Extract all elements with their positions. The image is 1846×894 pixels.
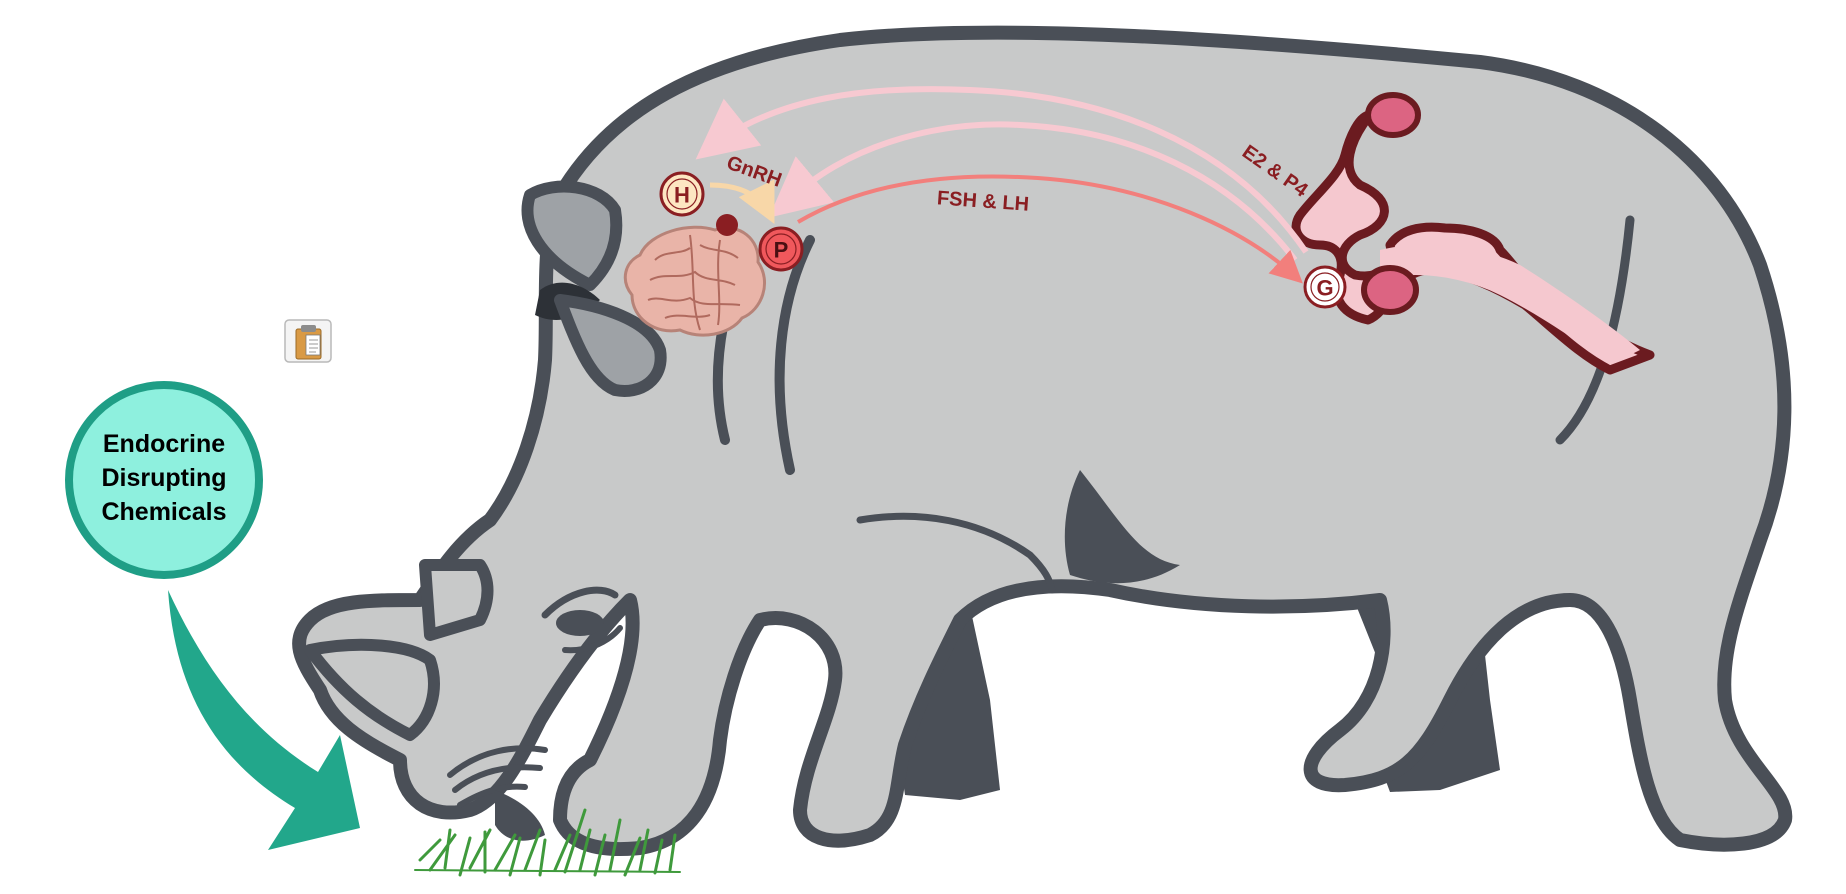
node-gonad: G: [1303, 265, 1347, 309]
ovary-bottom: [1361, 265, 1419, 315]
node-gonad-label: G: [1316, 276, 1333, 301]
rhino-illustration: [292, 25, 1793, 857]
reproductive-tract: [1291, 92, 1655, 375]
edc-arrow: [168, 590, 360, 850]
node-pituitary-label: P: [774, 238, 789, 263]
pituitary-dot: [716, 214, 738, 236]
grass-icon: [414, 808, 681, 877]
gnrh-arrow: [709, 179, 775, 224]
rhino-eye-brow: [541, 586, 619, 619]
feedback-arrow-to-hypothalamus: [695, 86, 1309, 254]
ovary-top: [1365, 92, 1421, 138]
rhino-nose-lines: [447, 745, 548, 808]
edc-label-line-3: Chemicals: [101, 498, 226, 526]
fsh-lh-arrow: [796, 174, 1303, 284]
rhino-shoulder-fold: [774, 235, 815, 475]
rhino-mouth: [495, 790, 545, 841]
node-pituitary: P: [758, 226, 804, 272]
feedback-arrow-to-pituitary: [768, 121, 1298, 262]
brain-icon: [623, 225, 767, 337]
rhino-eye-lid: [562, 625, 623, 654]
edc-label-line-1: Endocrine: [103, 430, 225, 458]
rhino-rear-horn: [419, 559, 494, 641]
rhino-front-ear: [554, 294, 667, 397]
node-hypothalamus-label: H: [674, 183, 690, 208]
edc-circle: Endocrine Disrupting Chemicals: [65, 381, 263, 579]
rhino-back-ear: [521, 180, 623, 291]
rhino-eye: [556, 610, 604, 636]
edc-label-line-2: Disrupting: [102, 464, 227, 492]
node-hypothalamus: H: [659, 171, 705, 217]
reproductive-tract-body: [1291, 110, 1655, 375]
rhino-front-horn: [304, 638, 440, 741]
rhino-belly-shadow: [1064, 470, 1180, 584]
rhino-leg-fold: [856, 512, 1056, 594]
clipboard-icon[interactable]: [284, 319, 332, 363]
